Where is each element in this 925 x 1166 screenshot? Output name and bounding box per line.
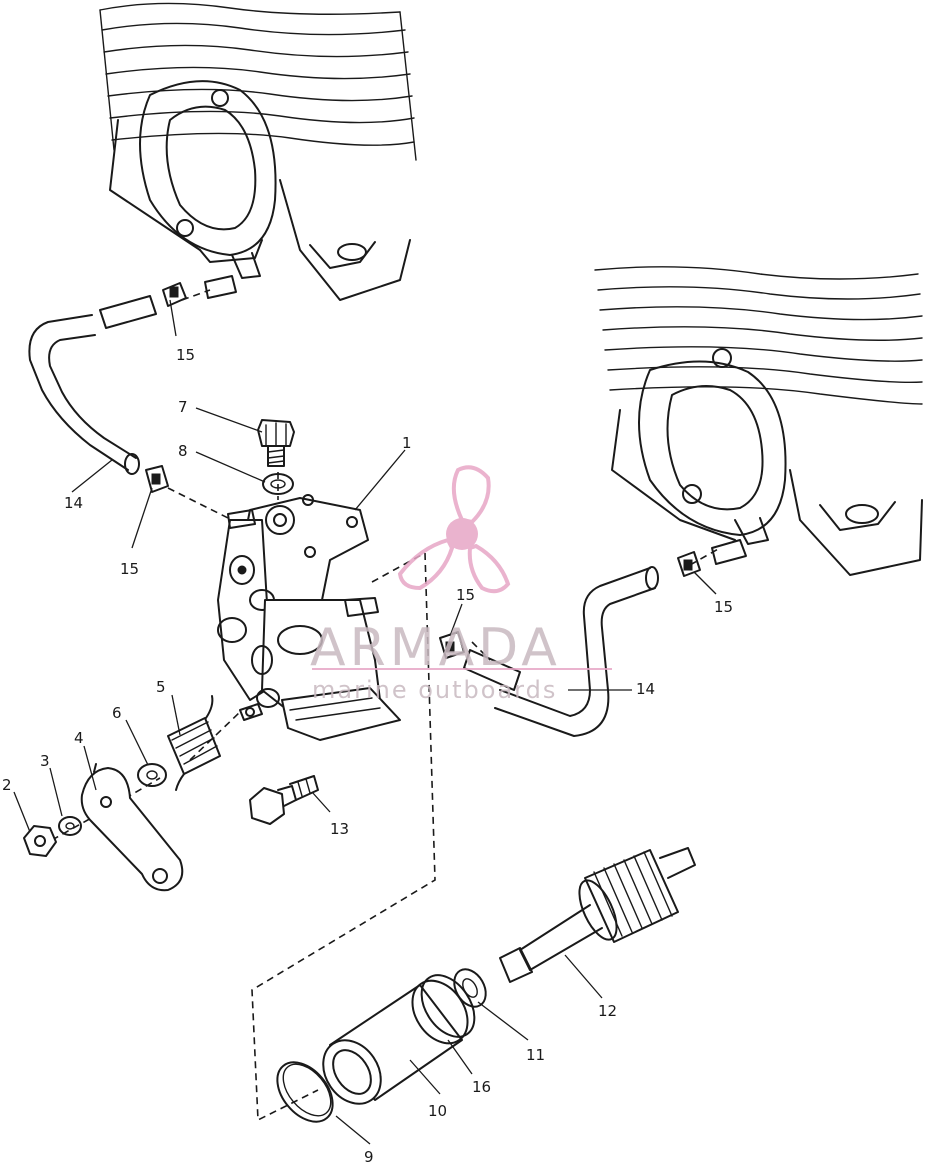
upper-cylinder-block bbox=[99, 2, 417, 301]
callout-2: 2 bbox=[2, 776, 12, 794]
mounting-bolt bbox=[249, 775, 319, 825]
left-hose bbox=[28, 314, 140, 475]
callout-11: 11 bbox=[526, 1046, 545, 1064]
callout-4: 4 bbox=[74, 729, 84, 747]
callout-7: 7 bbox=[178, 398, 188, 416]
clip-right-upper bbox=[677, 551, 701, 577]
clip-right-middle bbox=[439, 631, 465, 659]
lever-washer bbox=[137, 763, 167, 787]
callout-14-left: 14 bbox=[64, 494, 83, 512]
leader-1 bbox=[354, 449, 406, 511]
drive-gear-shaft bbox=[499, 847, 696, 983]
callout-numbers: 1 2 3 4 5 6 7 8 9 10 11 12 13 14 14 15 1… bbox=[2, 346, 733, 1166]
right-cylinder-block bbox=[594, 266, 923, 576]
banjo-bolt bbox=[257, 419, 295, 467]
callout-15-top: 15 bbox=[176, 346, 195, 364]
upper-hose-segment bbox=[99, 295, 157, 329]
armada-watermark: ARMADA marine outboards bbox=[310, 465, 612, 704]
callout-9: 9 bbox=[364, 1148, 374, 1166]
propeller-logo-icon bbox=[397, 465, 511, 594]
callout-15-left: 15 bbox=[120, 560, 139, 578]
callout-14-right: 14 bbox=[636, 680, 655, 698]
pump-lever bbox=[80, 763, 184, 892]
hex-nut bbox=[23, 825, 57, 857]
callout-leaders bbox=[13, 299, 717, 1145]
thrust-washer bbox=[453, 968, 487, 1008]
callout-13: 13 bbox=[330, 820, 349, 838]
callout-5: 5 bbox=[156, 678, 166, 696]
oil-pump-body bbox=[217, 494, 401, 741]
gear-bushing bbox=[322, 974, 476, 1105]
callout-6: 6 bbox=[112, 704, 122, 722]
callout-15-center: 15 bbox=[456, 586, 475, 604]
callout-16: 16 bbox=[472, 1078, 491, 1096]
callout-1: 1 bbox=[402, 434, 412, 452]
upper-block-nipple bbox=[204, 252, 261, 299]
callout-12: 12 bbox=[598, 1002, 617, 1020]
lock-washer bbox=[58, 816, 82, 836]
snap-ring bbox=[276, 1061, 334, 1123]
watermark-tagline: marine outboards bbox=[312, 676, 557, 704]
callout-10: 10 bbox=[428, 1102, 447, 1120]
clip-upper-left bbox=[162, 282, 187, 307]
callout-3: 3 bbox=[40, 752, 50, 770]
return-spring bbox=[167, 695, 221, 791]
clip-left-middle bbox=[145, 465, 169, 493]
callout-15-right: 15 bbox=[714, 598, 733, 616]
callout-8: 8 bbox=[178, 442, 188, 460]
